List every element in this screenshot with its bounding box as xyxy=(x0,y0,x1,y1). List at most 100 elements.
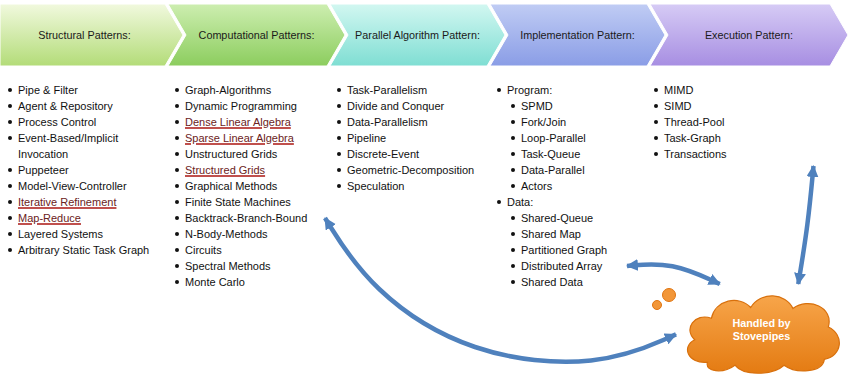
list-item: MIMD xyxy=(664,84,693,96)
list-entry: Event-Based/Implicit Invocation xyxy=(6,130,164,162)
list-entry: Thread-Pool xyxy=(652,114,842,130)
list-item: Spectral Methods xyxy=(185,260,271,272)
list-entry: Structured Grids xyxy=(173,162,321,178)
list-item: Arbitrary Static Task Graph xyxy=(18,244,149,256)
pattern-list: Pipe & FilterAgent & RepositoryProcess C… xyxy=(6,82,164,258)
bullet-dot xyxy=(175,248,179,252)
chevron-heading: Computational Patterns: xyxy=(199,29,315,42)
list-item: Transactions xyxy=(664,148,727,160)
list-entry: Map-Reduce xyxy=(6,210,164,226)
list-item: Event-Based/Implicit Invocation xyxy=(18,132,118,160)
list-entry: Finite State Machines xyxy=(173,194,321,210)
list-item: Dynamic Programming xyxy=(185,100,297,112)
list-entry: Shared Data xyxy=(495,274,623,290)
list-item: Program: xyxy=(507,84,552,96)
list-item: Pipeline xyxy=(347,132,386,144)
list-item: Data-Parallelism xyxy=(347,116,428,128)
bullet-dot xyxy=(175,264,179,268)
list-item: Puppeteer xyxy=(18,164,69,176)
list-entry: Puppeteer xyxy=(6,162,164,178)
list-entry: Program: xyxy=(495,82,623,98)
list-entry: Task-Graph xyxy=(652,130,842,146)
bullet-dot xyxy=(511,152,515,156)
chevron-heading: Implementation Pattern: xyxy=(520,29,635,42)
bullet-dot xyxy=(8,184,12,188)
list-item: Iterative Refinement xyxy=(18,196,116,208)
list-item: Data-Parallel xyxy=(521,164,585,176)
bullet-dot xyxy=(511,184,515,188)
bullet-dot xyxy=(8,216,12,220)
pattern-chevron: Implementation Pattern: xyxy=(490,4,665,66)
bullet-dot xyxy=(8,136,12,140)
list-entry: Iterative Refinement xyxy=(6,194,164,210)
list-entry: Pipeline xyxy=(335,130,487,146)
bullet-dot xyxy=(337,152,341,156)
list-item: Sparse Linear Algebra xyxy=(185,132,294,144)
bullet-dot xyxy=(175,168,179,172)
list-item: Graph-Algorithms xyxy=(185,84,271,96)
list-entry: Unstructured Grids xyxy=(173,146,321,162)
list-item: Pipe & Filter xyxy=(18,84,78,96)
bullet-dot xyxy=(511,104,515,108)
list-item: Layered Systems xyxy=(18,228,103,240)
list-entry: Discrete-Event xyxy=(335,146,487,162)
list-entry: Graphical Methods xyxy=(173,178,321,194)
list-entry: MIMD xyxy=(652,82,842,98)
bullet-dot xyxy=(8,88,12,92)
list-item: N-Body-Methods xyxy=(185,228,268,240)
bullet-dot xyxy=(8,120,12,124)
list-entry: Distributed Array xyxy=(495,258,623,274)
list-entry: Task-Queue xyxy=(495,146,623,162)
list-entry: SPMD xyxy=(495,98,623,114)
bullet-dot xyxy=(337,168,341,172)
list-item: Task-Graph xyxy=(664,132,721,144)
list-entry: Transactions xyxy=(652,146,842,162)
list-item: Fork/Join xyxy=(521,116,566,128)
bullet-dot xyxy=(654,136,658,140)
bullet-dot xyxy=(8,200,12,204)
pattern-chevron: Parallel Algorithm Pattern: xyxy=(330,4,505,66)
bullet-dot xyxy=(654,104,658,108)
double-arrow xyxy=(627,264,720,284)
bullet-dot xyxy=(175,216,179,220)
list-item: Dense Linear Algebra xyxy=(185,116,291,128)
bullet-dot xyxy=(654,88,658,92)
list-entry: Pipe & Filter xyxy=(6,82,164,98)
list-entry: Agent & Repository xyxy=(6,98,164,114)
bullet-dot xyxy=(8,232,12,236)
list-item: Structured Grids xyxy=(185,164,265,176)
list-item: Shared Data xyxy=(521,276,583,288)
list-entry: Shared-Queue xyxy=(495,210,623,226)
bullet-dot xyxy=(511,264,515,268)
bullet-dot xyxy=(8,248,12,252)
bullet-dot xyxy=(511,216,515,220)
list-item: Divide and Conquer xyxy=(347,100,444,112)
bullet-dot xyxy=(511,248,515,252)
bullet-dot xyxy=(337,88,341,92)
bullet-dot xyxy=(8,104,12,108)
bullet-dot xyxy=(337,120,341,124)
list-item: Finite State Machines xyxy=(185,196,291,208)
list-item: SIMD xyxy=(664,100,692,112)
list-entry: Process Control xyxy=(6,114,164,130)
list-entry: Divide and Conquer xyxy=(335,98,487,114)
bullet-dot xyxy=(511,120,515,124)
list-entry: Fork/Join xyxy=(495,114,623,130)
list-entry: Data-Parallel xyxy=(495,162,623,178)
bullet-dot xyxy=(175,120,179,124)
list-entry: Dynamic Programming xyxy=(173,98,321,114)
list-entry: Speculation xyxy=(335,178,487,194)
list-entry: Dense Linear Algebra xyxy=(173,114,321,130)
list-item: Monte Carlo xyxy=(185,276,245,288)
list-item: Model-View-Controller xyxy=(18,180,127,192)
list-item: Process Control xyxy=(18,116,96,128)
bullet-dot xyxy=(337,136,341,140)
pattern-chevron: Structural Patterns: xyxy=(0,4,183,66)
bullet-dot xyxy=(175,104,179,108)
bullet-dot xyxy=(337,104,341,108)
list-entry: Geometric-Decomposition xyxy=(335,162,487,178)
list-item: Task-Queue xyxy=(521,148,580,160)
list-item: Shared Map xyxy=(521,228,581,240)
list-entry: Graph-Algorithms xyxy=(173,82,321,98)
list-entry: Backtrack-Branch-Bound xyxy=(173,210,321,226)
